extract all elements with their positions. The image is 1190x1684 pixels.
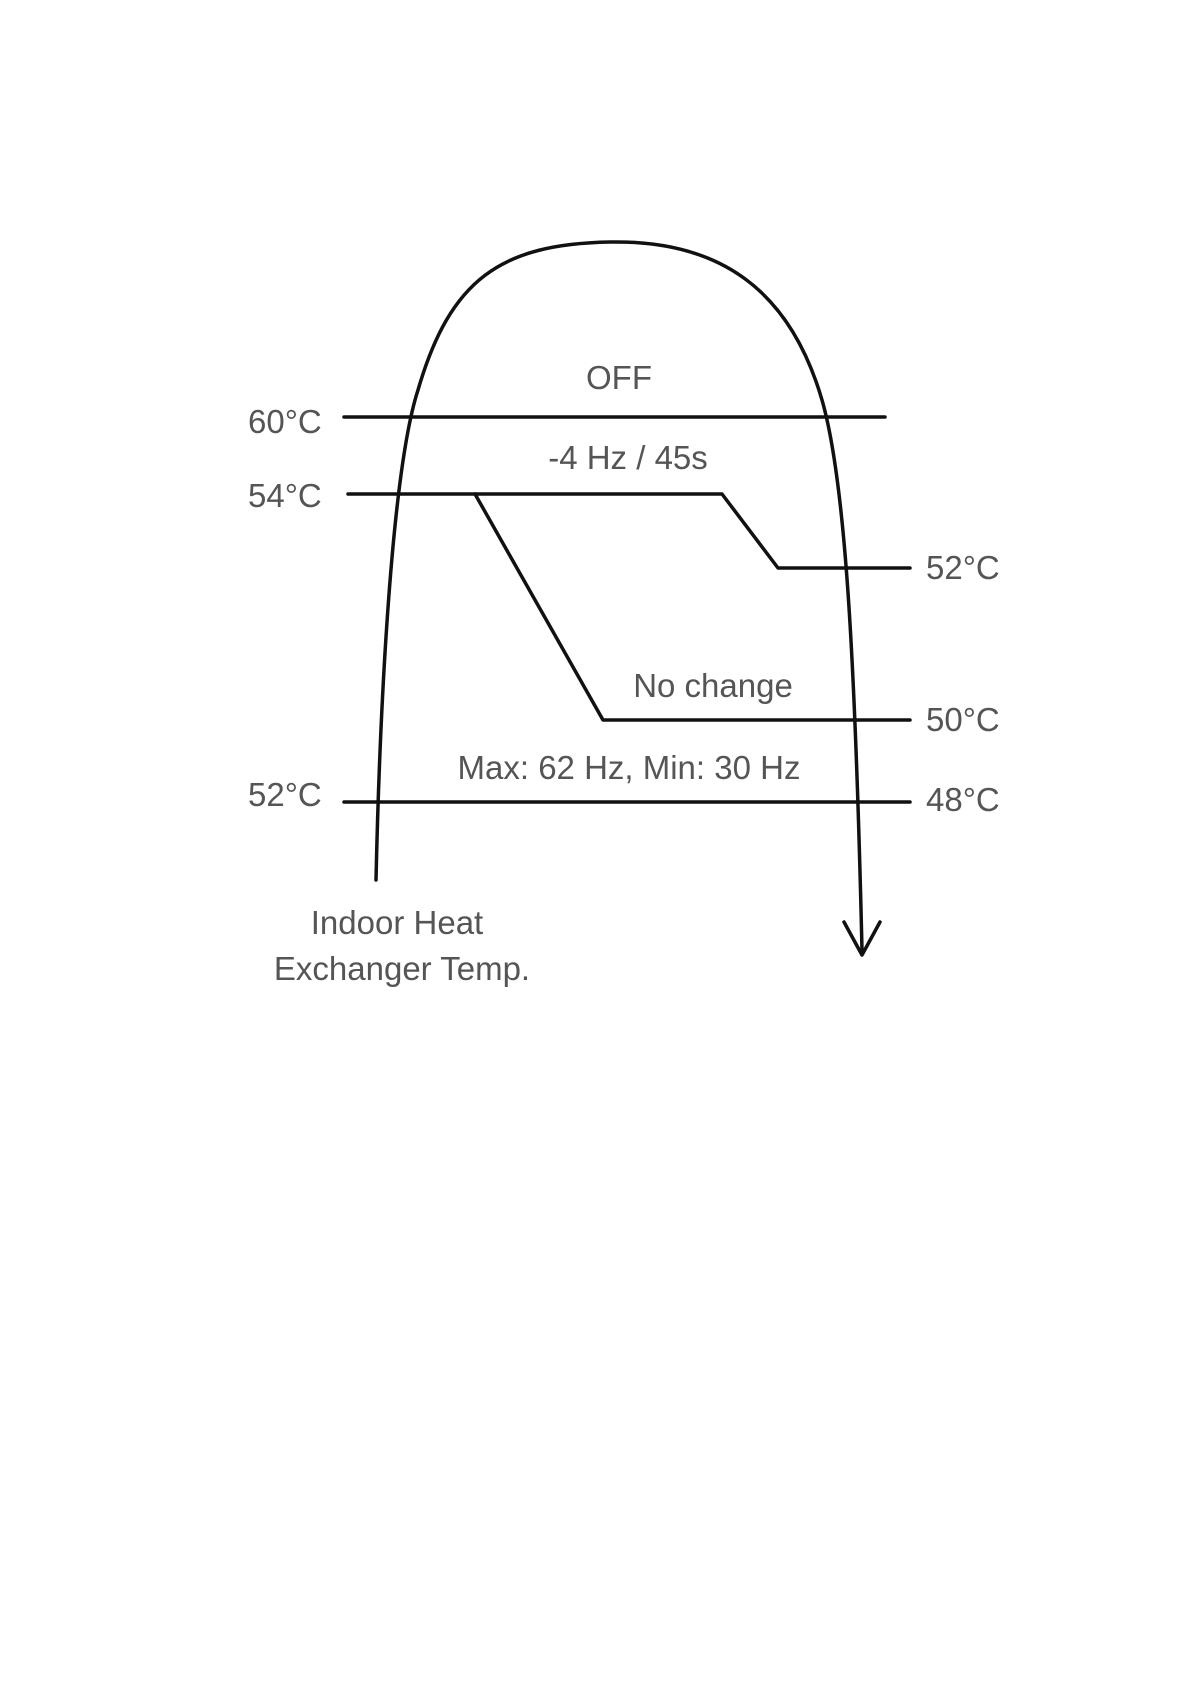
zone-no-change-label: No change: [633, 667, 793, 704]
zone-off-label: OFF: [586, 359, 652, 396]
rising-label-54: 54°C: [248, 477, 322, 514]
falling-label-48: 48°C: [926, 781, 1000, 818]
zone-decrease-label: -4 Hz / 45s: [548, 439, 708, 476]
falling-label-52: 52°C: [926, 549, 1000, 586]
caption-line-2: Exchanger Temp.: [274, 950, 530, 987]
rising-label-60: 60°C: [248, 403, 322, 440]
threshold-line-54-52: [348, 494, 910, 568]
temperature-curve: [376, 242, 862, 950]
caption-line-1: Indoor Heat: [311, 904, 483, 941]
falling-label-50: 50°C: [926, 701, 1000, 738]
zone-normal-label: Max: 62 Hz, Min: 30 Hz: [458, 749, 801, 786]
rising-label-52: 52°C: [248, 776, 322, 813]
